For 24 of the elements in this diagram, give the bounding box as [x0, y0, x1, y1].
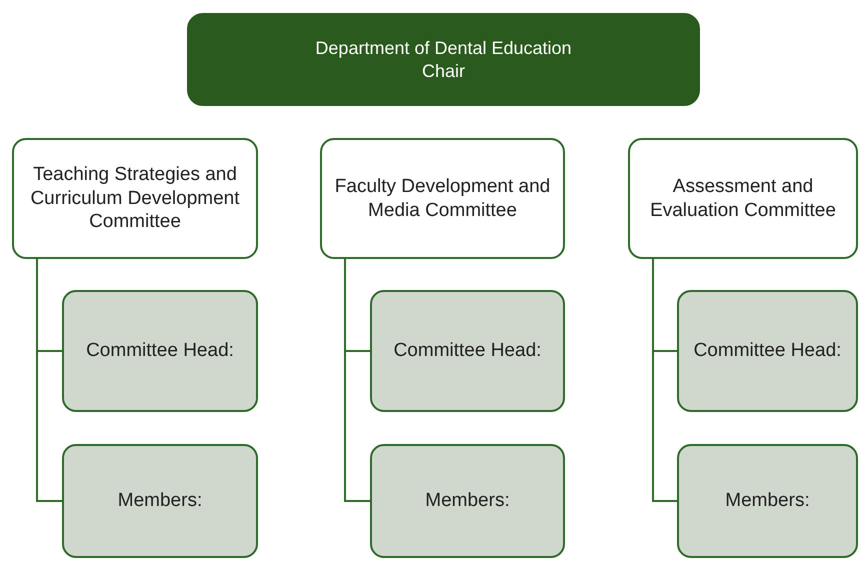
role-box [677, 444, 858, 558]
role-label: Members: [425, 489, 510, 513]
committee-box [12, 138, 258, 259]
chair-box [187, 13, 700, 106]
role-box [370, 444, 565, 558]
connector-line [36, 259, 62, 502]
role-box [370, 290, 565, 412]
connector-line [652, 259, 677, 502]
role-label: Committee Head: [694, 339, 842, 363]
role-label: Committee Head: [86, 339, 234, 363]
role-label: Committee Head: [394, 339, 542, 363]
committee-box [320, 138, 565, 259]
role-label: Members: [118, 489, 202, 513]
chair-title: Department of Dental Education [315, 37, 572, 60]
committee-box [628, 138, 858, 259]
role-label: Members: [725, 489, 810, 513]
connector-line [344, 259, 370, 502]
role-box [62, 290, 258, 412]
role-box [62, 444, 258, 558]
role-box [677, 290, 858, 412]
committee-name: Assessment and Evaluation Committee [649, 174, 837, 222]
committee-name: Faculty Development and Media Committee [334, 174, 552, 222]
chair-title: Chair [422, 60, 465, 82]
committee-name: Teaching Strategies and Curriculum Development Committee [29, 162, 241, 234]
